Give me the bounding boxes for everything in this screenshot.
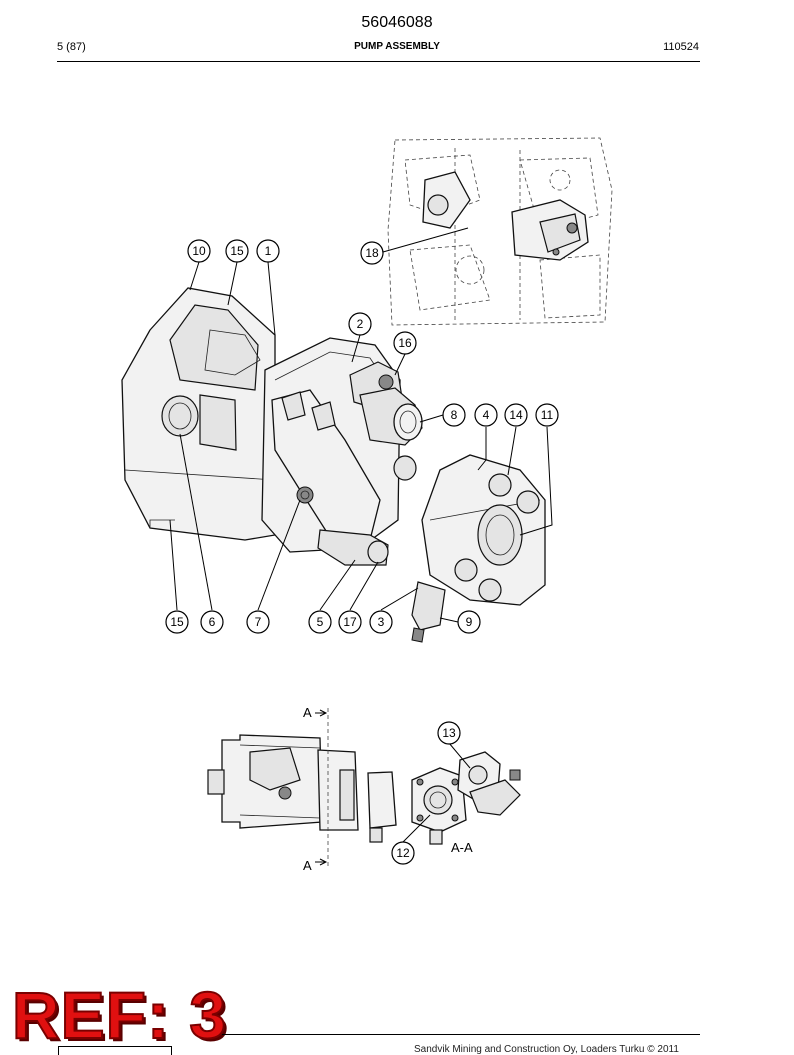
svg-text:16: 16 [398, 336, 412, 350]
svg-text:17: 17 [343, 615, 357, 629]
callout-17: 17 [338, 610, 362, 634]
svg-text:15: 15 [170, 615, 184, 629]
callout-1: 1 [256, 239, 280, 263]
callout-18: 18 [360, 241, 384, 265]
svg-text:15: 15 [230, 244, 244, 258]
section-view-leaders [402, 742, 471, 843]
section-mark-top: A [303, 705, 312, 720]
section-view [207, 708, 521, 866]
header-divider [57, 61, 700, 62]
callout-16: 16 [393, 331, 417, 355]
svg-text:6: 6 [209, 615, 216, 629]
page-title: PUMP ASSEMBLY [354, 41, 440, 52]
callout-15-bottom: 15 [165, 610, 189, 634]
svg-text:1: 1 [265, 244, 272, 258]
document-number: 56046088 [361, 14, 433, 31]
section-label: A-A [451, 840, 473, 855]
callout-12: 12 [391, 841, 415, 865]
engine-context-inset [387, 137, 613, 326]
callout-9: 9 [457, 610, 481, 634]
footer-copyright: Sandvik Mining and Construction Oy, Load… [414, 1044, 679, 1055]
svg-text:8: 8 [451, 408, 458, 422]
section-mark-bottom: A [303, 858, 312, 873]
document-date: 110524 [663, 41, 699, 53]
callout-10: 10 [187, 239, 211, 263]
callout-6: 6 [200, 610, 224, 634]
callout-5: 5 [308, 610, 332, 634]
callout-8: 8 [442, 403, 466, 427]
brand-logo-box [58, 1046, 172, 1055]
svg-text:4: 4 [483, 408, 490, 422]
callout-4: 4 [474, 403, 498, 427]
footer-divider [222, 1034, 700, 1035]
callout-15-top: 15 [225, 239, 249, 263]
ref-badge: REF: 3 [11, 978, 228, 1052]
svg-text:9: 9 [466, 615, 473, 629]
page-index: 5 (87) [57, 41, 86, 53]
svg-text:5: 5 [317, 615, 324, 629]
callout-7: 7 [246, 610, 270, 634]
callout-14: 14 [504, 403, 528, 427]
svg-text:10: 10 [192, 244, 206, 258]
main-view-leaders [169, 227, 553, 623]
callout-13: 13 [437, 721, 461, 745]
svg-text:11: 11 [541, 408, 554, 422]
svg-text:2: 2 [357, 317, 364, 331]
svg-text:18: 18 [365, 246, 379, 260]
callout-3: 3 [369, 610, 393, 634]
svg-text:12: 12 [396, 846, 410, 860]
callout-2: 2 [348, 312, 372, 336]
svg-text:7: 7 [255, 615, 262, 629]
svg-text:3: 3 [378, 615, 385, 629]
svg-text:14: 14 [509, 408, 523, 422]
callout-11: 11 [535, 403, 559, 427]
pump-main-view [121, 287, 546, 643]
svg-text:13: 13 [442, 726, 456, 740]
